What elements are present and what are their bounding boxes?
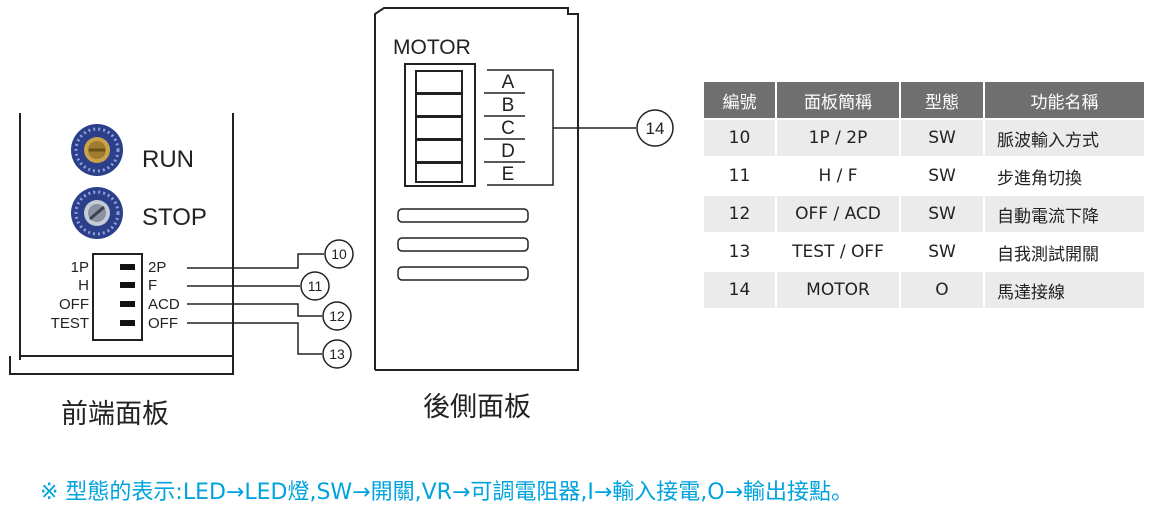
- callout-14-marker: 14: [636, 109, 674, 147]
- motor-connector[interactable]: [404, 63, 476, 187]
- switch-right-label: OFF: [148, 315, 178, 332]
- type-legend-note: ※ 型態的表示:LED→LED燈,SW→開關,VR→可調電阻器,I→輸入接電,O…: [40, 480, 854, 505]
- stop-label: STOP: [142, 204, 207, 231]
- switch-right-label: 2P: [148, 259, 166, 276]
- table-header-row: 編號 面板簡稱 型態 功能名稱: [704, 82, 1144, 119]
- cell-type: O: [900, 270, 985, 308]
- cell-number: 14: [704, 270, 777, 308]
- cell-type: SW: [900, 194, 985, 233]
- switch-right-label: ACD: [148, 296, 180, 313]
- table-row: 11 H / F SW 步進角切換: [704, 156, 1144, 195]
- cell-function: 自我測試開關: [984, 232, 1144, 271]
- cell-number: 11: [704, 156, 777, 195]
- cell-type: SW: [900, 118, 985, 157]
- cell-panel-name: OFF / ACD: [776, 194, 901, 233]
- cell-panel-name: H / F: [776, 156, 901, 195]
- header-number: 編號: [704, 82, 777, 119]
- front-panel: [9, 113, 234, 375]
- run-dial-icon[interactable]: [71, 124, 123, 176]
- cell-number: 13: [704, 232, 777, 271]
- switch-right-label: F: [148, 277, 157, 294]
- terminal-letter: D: [501, 141, 515, 162]
- table-row: 13 TEST / OFF SW 自我測試開關: [704, 232, 1144, 271]
- cell-function: 自動電流下降: [984, 194, 1144, 233]
- switch-left-label: 1P: [71, 259, 89, 276]
- dip-switch[interactable]: [92, 253, 143, 341]
- rear-panel: [374, 7, 579, 371]
- callout-10: 10: [331, 246, 347, 262]
- cell-number: 10: [704, 118, 777, 157]
- header-panel-name: 面板簡稱: [776, 82, 901, 119]
- callout-12: 12: [329, 308, 345, 324]
- cell-type: SW: [900, 156, 985, 195]
- cell-panel-name: 1P / 2P: [776, 118, 901, 157]
- switch-left-label: H: [78, 277, 89, 294]
- cell-type: SW: [900, 232, 985, 271]
- front-leader-lines: [187, 253, 324, 355]
- terminal-letter: E: [502, 164, 515, 185]
- motor-label: MOTOR: [393, 36, 471, 59]
- header-type: 型態: [900, 82, 985, 119]
- terminal-letter: C: [501, 118, 515, 139]
- cell-function: 馬達接線: [984, 270, 1144, 308]
- callout-11: 11: [308, 278, 323, 294]
- cell-number: 12: [704, 194, 777, 233]
- switch-left-label: OFF: [59, 296, 89, 313]
- spec-table: 編號 面板簡稱 型態 功能名稱 10 1P / 2P SW 脈波輸入方式 11 …: [704, 82, 1144, 308]
- switch-left-label: TEST: [51, 315, 89, 332]
- front-callouts: 10 11 12 13: [300, 239, 354, 369]
- vent-slots: [397, 208, 529, 281]
- callout-13: 13: [329, 346, 345, 362]
- cell-function: 脈波輸入方式: [984, 118, 1144, 157]
- table-row: 14 MOTOR O 馬達接線: [704, 270, 1144, 308]
- cell-panel-name: TEST / OFF: [776, 232, 901, 271]
- cell-function: 步進角切換: [984, 156, 1144, 195]
- table-row: 12 OFF / ACD SW 自動電流下降: [704, 194, 1144, 233]
- run-label: RUN: [142, 146, 194, 173]
- terminal-letter: A: [502, 72, 515, 93]
- terminal-letter: B: [502, 95, 515, 116]
- rear-panel-caption: 後側面板: [423, 392, 531, 422]
- table-row: 10 1P / 2P SW 脈波輸入方式: [704, 118, 1144, 157]
- stop-dial-icon[interactable]: [71, 187, 123, 239]
- terminal-dividers: [484, 69, 636, 186]
- header-function: 功能名稱: [984, 82, 1144, 119]
- callout-14: 14: [646, 119, 665, 138]
- cell-panel-name: MOTOR: [776, 270, 901, 308]
- front-panel-caption: 前端面板: [61, 399, 169, 429]
